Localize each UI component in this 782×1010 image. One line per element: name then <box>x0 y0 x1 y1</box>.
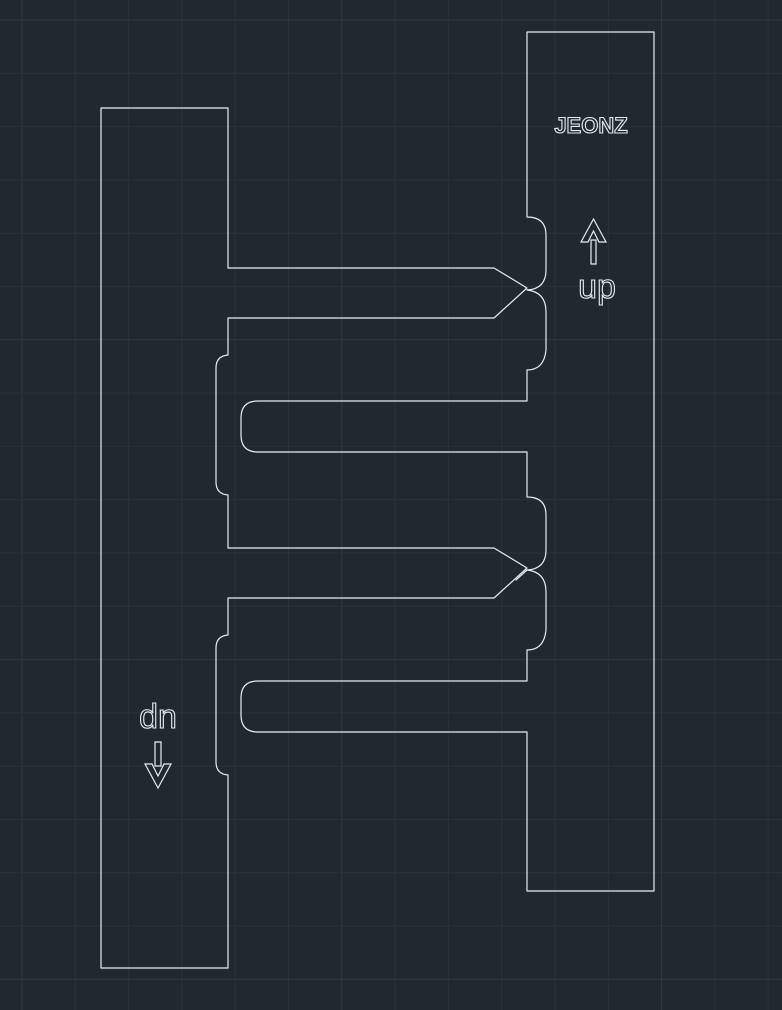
arrow-up-icon <box>579 217 608 265</box>
left-board-outline <box>100 107 528 969</box>
up-label: up <box>578 268 616 306</box>
arrow-down-icon <box>143 741 173 790</box>
down-label: dn <box>139 698 177 736</box>
brand-label: JEONZ <box>554 113 627 138</box>
right-board-outline <box>240 31 655 892</box>
